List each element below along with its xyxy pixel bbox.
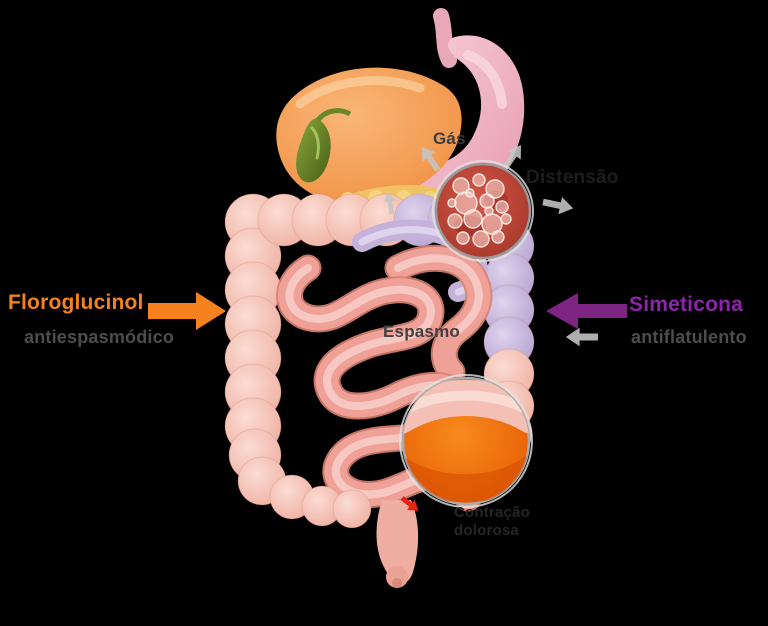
simeticona-arrow-icon xyxy=(546,293,627,329)
inflammation-zoom-circle-icon xyxy=(399,374,533,508)
painful-contraction-line2: dolorosa xyxy=(454,522,519,539)
gas-label: Gás xyxy=(433,129,466,148)
gas-zoom-circle-icon xyxy=(432,160,534,262)
rectum xyxy=(237,456,419,588)
left-treatment-category: antiespasmódico xyxy=(24,327,175,347)
gallbladder xyxy=(296,108,352,183)
left-treatment-name: Floroglucinol xyxy=(8,291,144,314)
painful-contraction-line1: Contração xyxy=(454,504,530,521)
swoosh-arrow-icons xyxy=(383,145,598,347)
right-treatment-name: Simeticona xyxy=(629,293,744,316)
right-treatment-category: antiflatulento xyxy=(631,327,747,347)
distension-label: Distensão xyxy=(526,167,619,188)
spasm-label: Espasmo xyxy=(383,322,460,341)
floroglucinol-arrow-icon xyxy=(148,292,226,330)
pain-arrow-icon xyxy=(400,496,419,511)
